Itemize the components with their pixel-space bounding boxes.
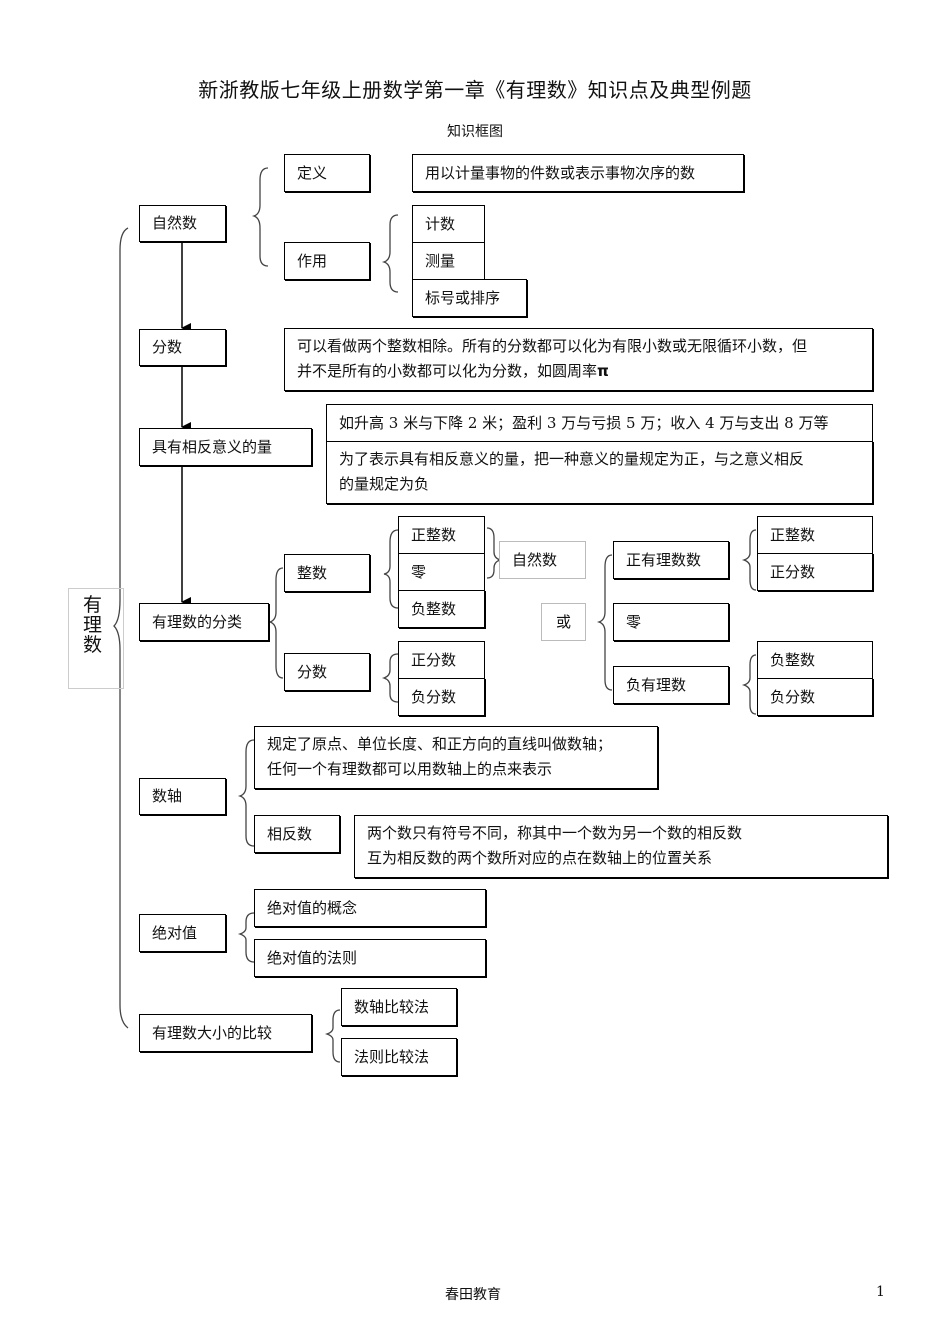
usage-item-ordering: 标号或排序 (412, 279, 527, 317)
pi-symbol: π (597, 362, 609, 380)
usage-node: 作用 (284, 242, 370, 280)
root-brace (113, 227, 129, 1029)
root-label-char: 数 (83, 634, 103, 656)
fraction-text-line2-wrap: 并不是所有的小数都可以化为分数，如圆周率π (297, 359, 609, 384)
integer-item-zero: 零 (398, 553, 485, 591)
sign-brace (596, 554, 613, 691)
definition-text-box: 用以计量事物的件数或表示事物次序的数 (412, 154, 744, 192)
negative-item-fraction: 负分数 (757, 678, 873, 716)
usage-item-counting: 计数 (412, 205, 485, 243)
opposite-number-node: 相反数 (254, 815, 340, 853)
opposite-number-line1: 两个数只有符号不同，称其中一个数为另一个数的相反数 (367, 824, 743, 842)
root-label-rational-numbers: 有 理 数 (68, 588, 124, 689)
comparison-number-line-method: 数轴比较法 (341, 988, 457, 1026)
positive-brace (741, 529, 757, 591)
opposite-quantity-rule: 为了表示具有相反意义的量，把一种意义的量规定为正，与之意义相反 的量规定为负 (326, 441, 873, 504)
number-line-def-line1: 规定了原点、单位长度、和正方向的直线叫做数轴； (267, 735, 613, 753)
classification-node: 有理数的分类 (139, 603, 269, 641)
root-label-char: 理 (83, 614, 103, 636)
comparison-node: 有理数大小的比较 (139, 1014, 312, 1052)
opposite-number-text: 两个数只有符号不同，称其中一个数为另一个数的相反数 互为相反数的两个数所对应的点… (354, 815, 888, 878)
zero-node: 零 (613, 603, 729, 641)
root-label-char: 有 (83, 594, 103, 616)
absolute-value-concept: 绝对值的概念 (254, 889, 486, 927)
absolute-brace (237, 912, 255, 963)
opposite-number-line2: 互为相反数的两个数所对应的点在数轴上的位置关系 (367, 849, 713, 867)
diagram-subtitle: 知识框图 (447, 124, 503, 140)
fraction-brace (381, 653, 399, 703)
footer-publisher: 春田教育 (445, 1287, 501, 1303)
absolute-value-rule: 绝对值的法则 (254, 939, 486, 977)
opposite-rule-line1: 为了表示具有相反意义的量，把一种意义的量规定为正，与之意义相反 (339, 450, 805, 468)
comparison-brace (324, 1009, 341, 1063)
opposite-quantity-example: 如升高 3 米与下降 2 米；盈利 3 万与亏损 5 万；收入 4 万与支出 8… (326, 404, 873, 442)
usage-brace (381, 214, 399, 293)
opposite-quantity-node: 具有相反意义的量 (139, 428, 312, 466)
comparison-rule-method: 法则比较法 (341, 1038, 457, 1076)
classification-brace (267, 567, 284, 679)
fraction-item-negative: 负分数 (398, 678, 485, 716)
natural-brace (251, 167, 269, 267)
integer-node: 整数 (284, 554, 370, 592)
absolute-value-node: 绝对值 (139, 914, 226, 952)
definition-node: 定义 (284, 154, 370, 192)
natural-group-label: 自然数 (499, 541, 586, 579)
positive-rational-node: 正有理数数 (613, 541, 729, 579)
natural-number-node: 自然数 (139, 205, 226, 242)
document-title: 新浙教版七年级上册数学第一章《有理数》知识点及典型例题 (198, 78, 752, 102)
number-line-definition: 规定了原点、单位长度、和正方向的直线叫做数轴； 任何一个有理数都可以用数轴上的点… (254, 726, 658, 789)
fraction-text-box: 可以看做两个整数相除。所有的分数都可以化为有限小数或无限循环小数，但 并不是所有… (284, 328, 873, 391)
usage-item-measuring: 测量 (412, 242, 485, 280)
fraction-type-node: 分数 (284, 653, 370, 691)
fraction-node: 分数 (139, 329, 226, 366)
negative-brace (741, 654, 757, 715)
negative-item-integer: 负整数 (757, 641, 873, 679)
number-line-node: 数轴 (139, 778, 226, 815)
integer-item-positive: 正整数 (398, 516, 485, 554)
number-line-brace (237, 739, 255, 847)
or-label: 或 (541, 603, 586, 641)
fraction-text-line2: 并不是所有的小数都可以化为分数，如圆周率 (297, 362, 598, 380)
positive-item-fraction: 正分数 (757, 553, 873, 591)
fraction-item-positive: 正分数 (398, 641, 485, 679)
opposite-rule-line2: 的量规定为负 (339, 475, 430, 493)
fraction-text-line1: 可以看做两个整数相除。所有的分数都可以化为有限小数或无限循环小数，但 (297, 337, 808, 355)
number-line-def-line2: 任何一个有理数都可以用数轴上的点来表示 (267, 760, 553, 778)
integer-brace (383, 529, 399, 609)
integer-item-negative: 负整数 (398, 590, 485, 628)
page-number: 1 (876, 1284, 885, 1300)
negative-rational-node: 负有理数 (613, 666, 729, 704)
positive-item-integer: 正整数 (757, 516, 873, 554)
